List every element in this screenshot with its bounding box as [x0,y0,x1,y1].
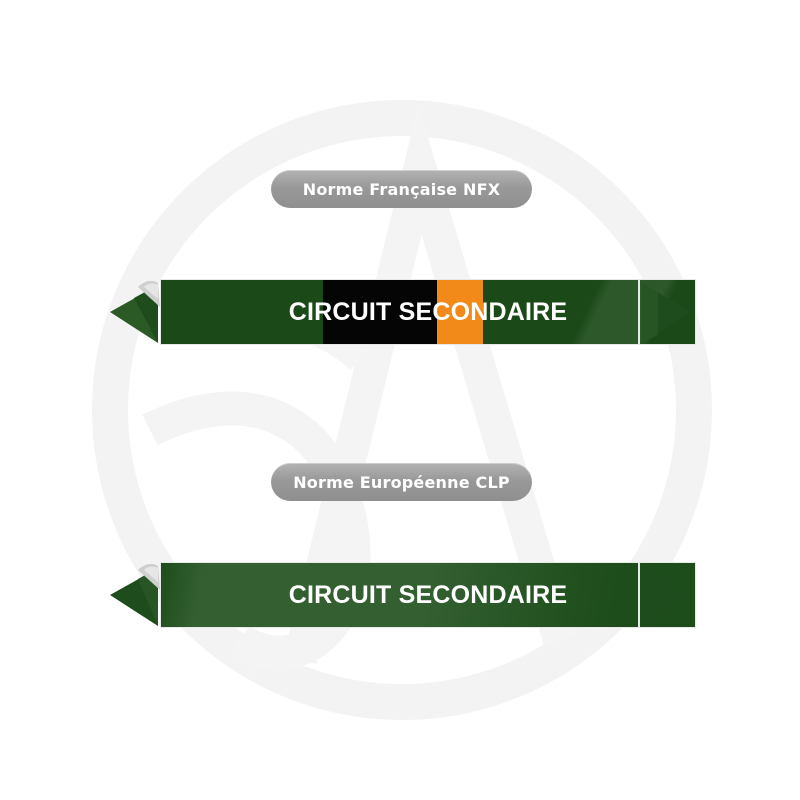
marker-band: CIRCUIT SECONDAIRE [160,562,696,628]
marker-text: CIRCUIT SECONDAIRE [288,580,568,609]
left-arrow-tip-icon [110,280,160,343]
standard-label-text: Norme Française NFX [302,179,501,199]
left-arrow-tip-icon [110,563,160,626]
stripe-black [323,280,437,344]
pipe-marker-nfx: CIRCUIT SECONDAIRE [108,277,696,347]
right-arrow-tip-icon [638,562,690,628]
standard-label-nfx: Norme Française NFX [271,170,532,208]
pipe-marker-clp: CIRCUIT SECONDAIRE [108,560,696,630]
stripe-orange [437,280,483,344]
standard-label-clp: Norme Européenne CLP [271,463,532,501]
marker-text: CIRCUIT SECONDAIRE [288,297,568,326]
right-arrow-tip-icon [638,279,690,345]
standard-label-text: Norme Européenne CLP [293,472,510,492]
marker-band: CIRCUIT SECONDAIRE [160,279,696,345]
